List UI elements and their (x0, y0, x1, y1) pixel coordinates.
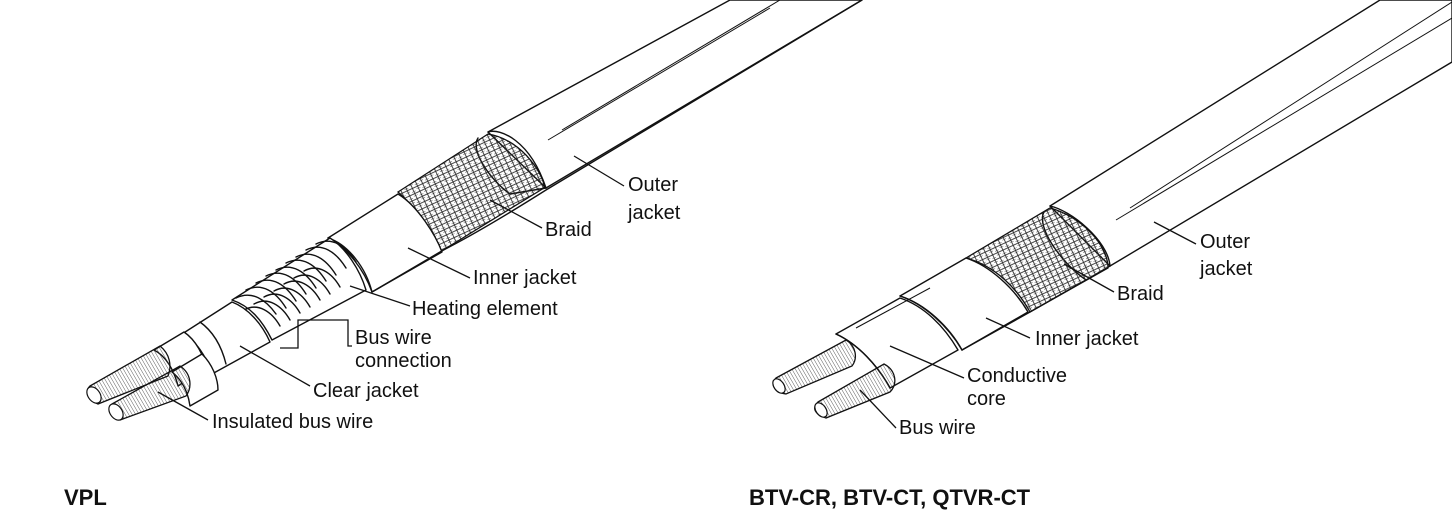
btv-cable-illustration (772, 0, 1452, 419)
vpl-cable-illustration (86, 0, 863, 421)
btv-label-conductive-core-line1: Conductive (967, 365, 1067, 387)
vpl-label-braid: Braid (545, 219, 592, 241)
vpl-label-inner-jacket: Inner jacket (473, 267, 577, 289)
btv-label-inner-jacket: Inner jacket (1035, 328, 1139, 350)
vpl-insulated-bus-wire (86, 331, 219, 421)
btv-braid (964, 207, 1109, 313)
btv-conductive-core (835, 287, 959, 389)
vpl-leader-lines (157, 155, 625, 421)
btv-bus-wire (772, 339, 896, 419)
vpl-label-bus-wire-connection-line1: Bus wire (355, 327, 432, 349)
btv-inner-jacket (899, 257, 1029, 351)
btv-labels: Outer jacket Braid Inner jacket Conducti… (899, 231, 1253, 439)
btv-leader-lines (859, 221, 1197, 429)
vpl-label-insulated-bus-wire: Insulated bus wire (212, 411, 373, 433)
btv-label-braid: Braid (1117, 283, 1164, 305)
vpl-caption: VPL (64, 485, 107, 510)
btv-label-conductive-core-line2: core (967, 388, 1006, 410)
btv-label-bus-wire: Bus wire (899, 417, 976, 439)
vpl-label-outer-jacket-line2: jacket (627, 202, 681, 224)
vpl-label-clear-jacket: Clear jacket (313, 380, 419, 402)
btv-label-outer-jacket-line2: jacket (1199, 258, 1253, 280)
vpl-label-heating-element: Heating element (412, 298, 558, 320)
vpl-label-outer-jacket-line1: Outer (628, 174, 678, 196)
vpl-labels: Outer jacket Braid Inner jacket Heating … (212, 174, 681, 433)
vpl-label-bus-wire-connection-line2: connection (355, 350, 452, 372)
btv-label-outer-jacket-line1: Outer (1200, 231, 1250, 253)
vpl-heating-element (231, 237, 367, 341)
btv-caption: BTV-CR, BTV-CT, QTVR-CT (749, 485, 1031, 510)
